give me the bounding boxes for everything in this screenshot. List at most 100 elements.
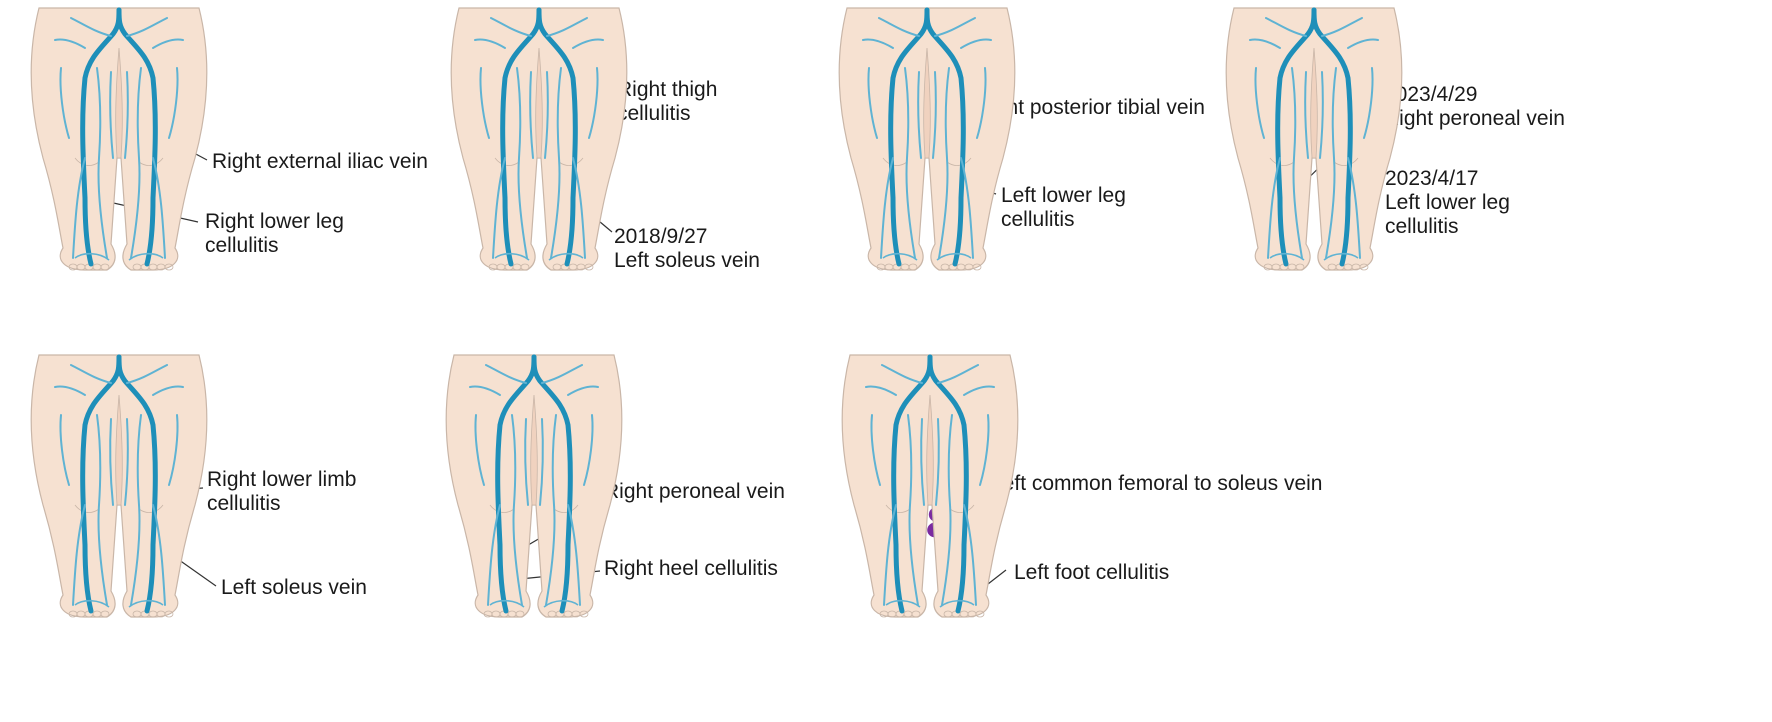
minor-vein <box>54 38 86 49</box>
knee-line <box>74 157 100 166</box>
minor-vein <box>867 67 878 139</box>
minor-vein <box>168 67 179 139</box>
minor-vein <box>938 67 950 259</box>
minor-vein <box>878 17 920 37</box>
minor-vein <box>124 71 129 159</box>
minor-vein <box>485 364 527 384</box>
minor-vein <box>960 38 992 49</box>
thigh-gap <box>535 47 543 159</box>
minor-vein <box>920 418 925 506</box>
main-vein <box>1311 7 1353 267</box>
minor-vein <box>54 385 86 396</box>
toe <box>579 610 589 618</box>
minor-vein <box>1291 67 1303 259</box>
knee-line <box>885 504 911 513</box>
main-vein <box>80 7 122 267</box>
minor-vein <box>59 67 70 139</box>
main-vein <box>531 354 573 614</box>
foot-vein <box>548 252 584 261</box>
minor-vein <box>130 414 142 606</box>
toe <box>911 610 921 618</box>
minor-vein <box>960 157 974 259</box>
foot-vein <box>1269 252 1305 261</box>
minor-vein <box>963 385 995 396</box>
minor-vein <box>881 364 923 384</box>
annotation-label: Right peroneal vein <box>604 480 785 503</box>
minor-vein <box>96 67 108 259</box>
minor-vein <box>979 414 990 486</box>
minor-vein <box>1304 71 1309 159</box>
minor-vein <box>550 67 562 259</box>
main-vein <box>116 354 158 614</box>
minor-vein <box>130 67 142 259</box>
toe <box>1295 263 1305 271</box>
minor-vein <box>917 71 922 159</box>
minor-vein <box>937 364 979 384</box>
annotation-label: Right posterior tibial vein <box>975 96 1205 119</box>
minor-vein <box>1267 157 1281 259</box>
annotation-label: Right lower limb <box>207 468 356 491</box>
foot-vein <box>128 599 164 608</box>
minor-vein <box>567 385 599 396</box>
foot-vein <box>489 599 525 608</box>
main-vein <box>500 7 542 267</box>
minor-vein <box>1319 71 1324 159</box>
minor-vein <box>1347 38 1379 49</box>
foot-vein <box>882 252 918 261</box>
minor-vein <box>479 67 490 139</box>
foot-vein <box>885 599 921 608</box>
legs-illustration <box>1225 7 1403 271</box>
annotation-label: Left soleus vein <box>614 249 760 272</box>
toe <box>520 263 530 271</box>
minor-vein <box>572 38 604 49</box>
minor-vein <box>72 157 86 259</box>
legs-illustration <box>30 354 208 618</box>
minor-vein <box>546 17 588 37</box>
knee-line <box>74 504 100 513</box>
toe <box>164 610 174 618</box>
legs-illustration <box>838 7 1016 271</box>
knee-line <box>949 504 975 513</box>
minor-vein <box>1254 67 1265 139</box>
minor-vein <box>934 17 976 37</box>
minor-vein <box>511 414 523 606</box>
minor-vein <box>70 17 112 37</box>
annotation-label: cellulitis <box>617 102 691 125</box>
minor-vein <box>152 385 184 396</box>
minor-vein <box>862 38 894 49</box>
main-vein <box>1275 7 1317 267</box>
minor-vein <box>490 17 532 37</box>
annotation-label: Right heel cellulitis <box>604 557 778 580</box>
toe <box>100 263 110 271</box>
minor-vein <box>469 385 501 396</box>
minor-vein <box>152 157 166 259</box>
annotation-label: Left lower leg <box>1001 184 1126 207</box>
minor-vein <box>72 504 86 606</box>
minor-vein <box>516 67 528 259</box>
minor-vein <box>583 414 594 486</box>
minor-vein <box>1249 38 1281 49</box>
main-vein <box>888 7 930 267</box>
knee-line <box>882 157 908 166</box>
annotation-label: cellulitis <box>205 234 279 257</box>
annotation-label: 2023/4/29 <box>1384 83 1477 106</box>
annotation-label: cellulitis <box>207 492 281 515</box>
toe <box>1359 263 1369 271</box>
knee-line <box>1333 157 1359 166</box>
foot-vein <box>543 599 579 608</box>
minor-vein <box>152 504 166 606</box>
minor-vein <box>109 71 114 159</box>
minor-vein <box>96 414 108 606</box>
minor-vein <box>126 364 168 384</box>
legs-illustration <box>445 354 623 618</box>
toe <box>972 263 982 271</box>
main-vein <box>536 7 578 267</box>
thigh-gap <box>115 394 123 506</box>
knee-line <box>946 157 972 166</box>
thigh-gap <box>926 394 934 506</box>
minor-vein <box>976 67 987 139</box>
minor-vein <box>539 418 544 506</box>
annotation-label: 2023/4/17 <box>1385 167 1478 190</box>
